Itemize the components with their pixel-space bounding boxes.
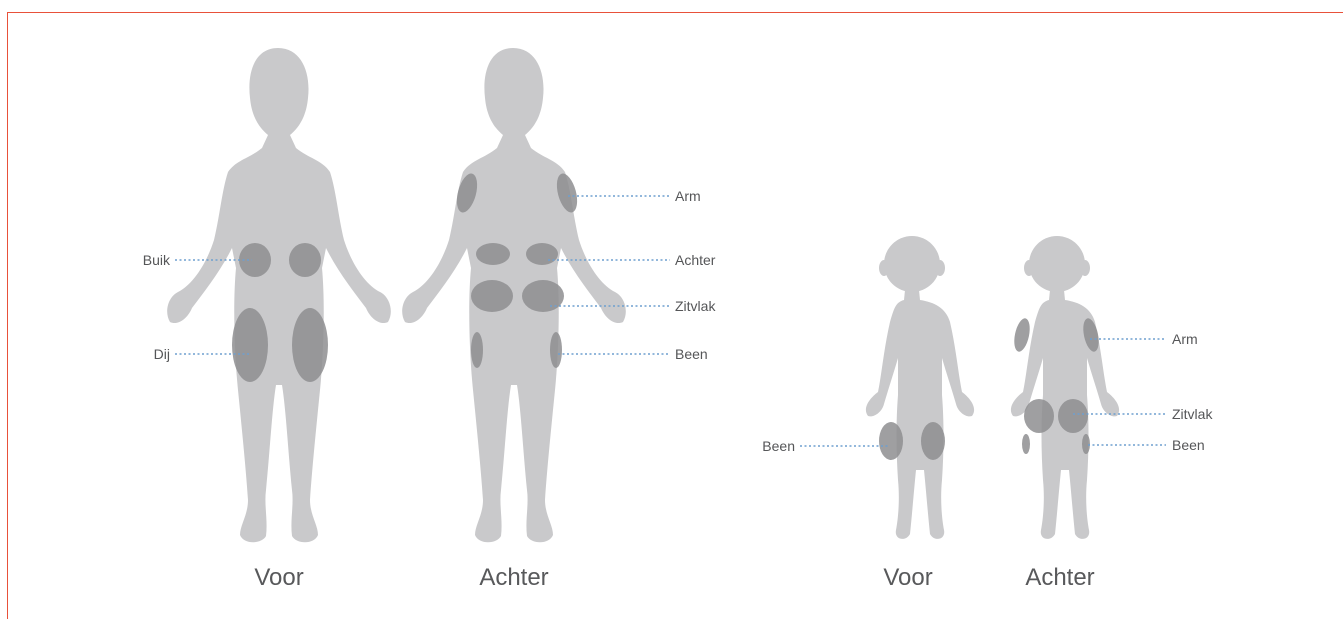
label-child-been-front: Been <box>762 438 795 454</box>
child-back-figure <box>1011 236 1119 539</box>
label-child-arm: Arm <box>1172 331 1198 347</box>
label-dij: Dij <box>154 346 170 362</box>
label-child-zitvlak: Zitvlak <box>1172 406 1213 422</box>
label-zitvlak: Zitvlak <box>675 298 716 314</box>
caption-child-front: Voor <box>883 564 932 591</box>
label-been: Been <box>675 346 708 362</box>
caption-adult-back: Achter <box>479 564 548 591</box>
label-arm: Arm <box>675 188 701 204</box>
label-child-been-back: Been <box>1172 437 1205 453</box>
label-achter: Achter <box>675 252 716 268</box>
caption-child-back: Achter <box>1025 564 1094 591</box>
child-front-figure <box>866 236 974 539</box>
label-buik: Buik <box>143 252 171 268</box>
adult-back-figure <box>402 48 626 542</box>
caption-adult-front: Voor <box>254 564 303 591</box>
adult-front-figure <box>167 48 391 542</box>
